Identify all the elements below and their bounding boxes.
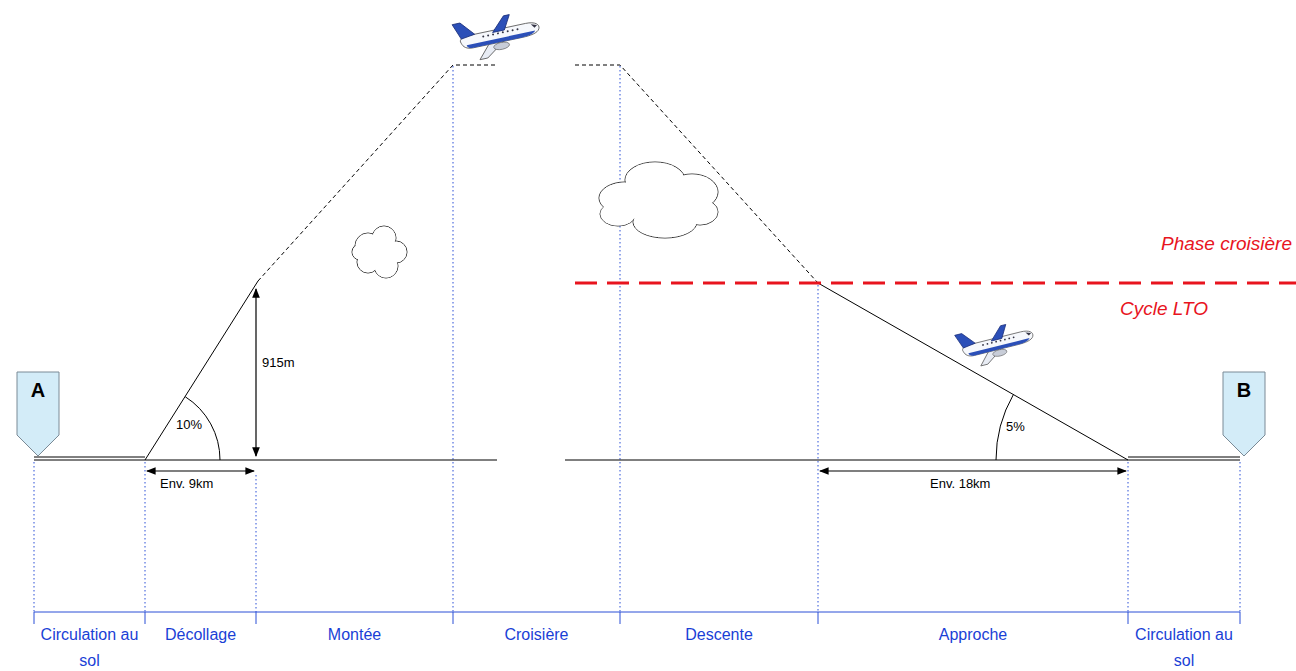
region-label: Phase croisière bbox=[1161, 233, 1292, 255]
location-marker: B bbox=[1222, 371, 1266, 457]
phase-label: Montée bbox=[256, 622, 453, 648]
dimension-label: Env. 18km bbox=[930, 477, 990, 492]
phase-band bbox=[34, 612, 1240, 624]
phase-separator bbox=[575, 282, 1296, 285]
airplane bbox=[452, 7, 543, 64]
marker-letter: A bbox=[16, 371, 60, 402]
region-label: Cycle LTO bbox=[1120, 298, 1208, 320]
phase-label: Circulation au sol bbox=[34, 622, 145, 671]
approach-path bbox=[818, 283, 1128, 460]
phase-label: Circulation au sol bbox=[1128, 622, 1240, 671]
dimension-label: 915m bbox=[262, 356, 295, 371]
marker-letter: B bbox=[1222, 371, 1266, 402]
phase-label: Croisière bbox=[453, 622, 620, 648]
height-dimension bbox=[255, 289, 256, 456]
phase-label: Descente bbox=[620, 622, 818, 648]
airplane bbox=[955, 317, 1038, 370]
angle-label: 10% bbox=[176, 418, 202, 433]
phase-label: Décollage bbox=[145, 622, 256, 648]
distance-dimension bbox=[820, 470, 1126, 471]
descent-path bbox=[575, 65, 818, 283]
location-marker: A bbox=[16, 371, 60, 457]
ground bbox=[34, 457, 1240, 460]
distance-dimension bbox=[147, 470, 254, 471]
cloud bbox=[352, 226, 407, 278]
climb-path bbox=[258, 65, 495, 281]
cloud bbox=[599, 162, 718, 238]
phase-label: Approche bbox=[818, 622, 1128, 648]
phase-guides bbox=[34, 66, 1240, 612]
angle-label: 5% bbox=[1006, 420, 1025, 435]
dimension-label: Env. 9km bbox=[160, 477, 213, 492]
takeoff-path bbox=[145, 281, 258, 460]
